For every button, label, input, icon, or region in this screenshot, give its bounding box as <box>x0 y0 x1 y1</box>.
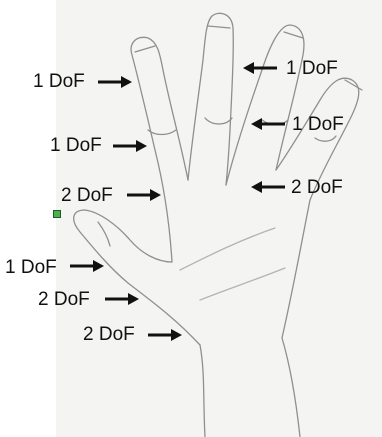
arrow-right-icon <box>126 187 162 203</box>
dof-label-ring-distal: 1 DoF <box>286 59 338 79</box>
arrow-right-icon <box>104 291 140 307</box>
dof-label-index-distal: 1 DoF <box>33 72 85 92</box>
dof-label-thumb-middle: 2 DoF <box>38 290 90 310</box>
arrow-right-icon <box>97 74 133 90</box>
dof-label-thumb-base: 2 DoF <box>83 325 135 345</box>
arrow-left-icon <box>242 60 278 76</box>
dof-label-ring-proximal: 1 DoF <box>292 115 344 135</box>
dof-label-thumb-distal: 1 DoF <box>5 258 57 278</box>
arrow-right-icon <box>69 258 105 274</box>
arrow-left-icon <box>250 179 286 195</box>
dof-label-index-base: 2 DoF <box>61 186 113 206</box>
arrow-right-icon <box>112 138 148 154</box>
dof-label-ring-base: 2 DoF <box>291 178 343 198</box>
arrow-right-icon <box>147 327 183 343</box>
dof-label-index-proximal: 1 DoF <box>50 136 102 156</box>
selection-handle[interactable] <box>53 210 61 218</box>
arrow-left-icon <box>250 116 286 132</box>
